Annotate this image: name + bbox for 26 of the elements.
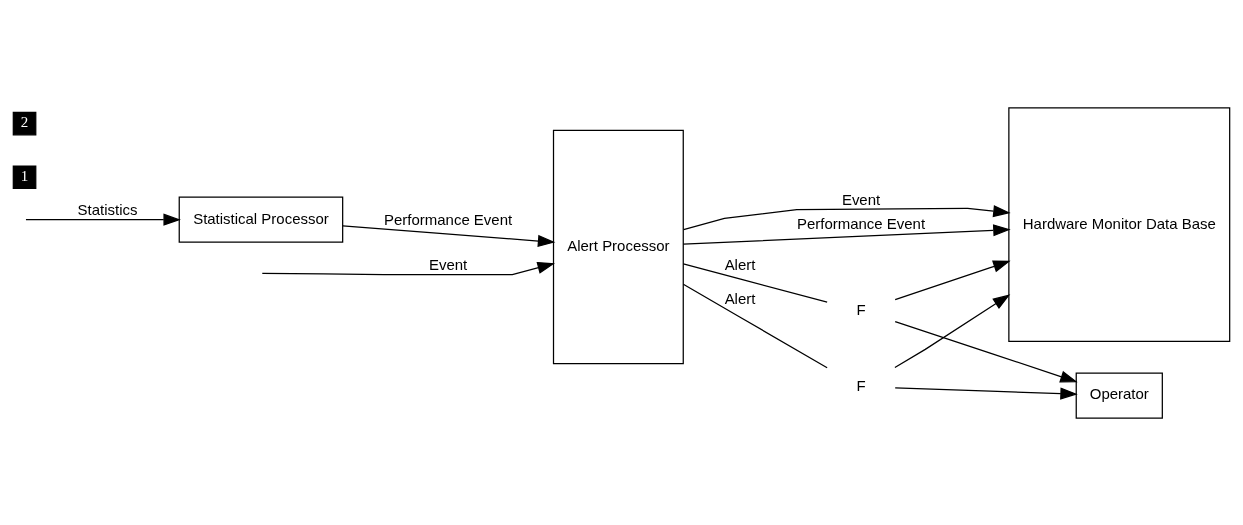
node-text: F [856,376,866,394]
edge-label: Alert [724,289,756,307]
edge-label: Performance Event [796,214,926,232]
arrow [682,223,1011,245]
connector [682,283,828,368]
node-box: Alert Processor [552,129,684,364]
label: 2 [20,113,29,130]
arrow [682,204,1011,230]
arrow [342,224,556,247]
node-box: Operator [1075,371,1163,419]
arrow [25,213,181,226]
arrow [894,260,1011,300]
label: 1 [20,167,29,184]
arrow [261,261,555,275]
node-box: Statistical Processor [178,196,344,243]
node-box: Hardware Monitor Data Base [1008,106,1231,342]
arrow [894,320,1078,382]
connector [682,262,828,303]
arrow [894,293,1011,368]
edge-label: Event [841,190,881,208]
edge-label: Performance Event [384,210,513,228]
edge-label: Statistics [77,200,138,218]
arrow [894,386,1078,400]
edge-label: Event [428,255,468,273]
node-text: F [856,300,866,318]
edge-label: Alert [724,255,756,273]
